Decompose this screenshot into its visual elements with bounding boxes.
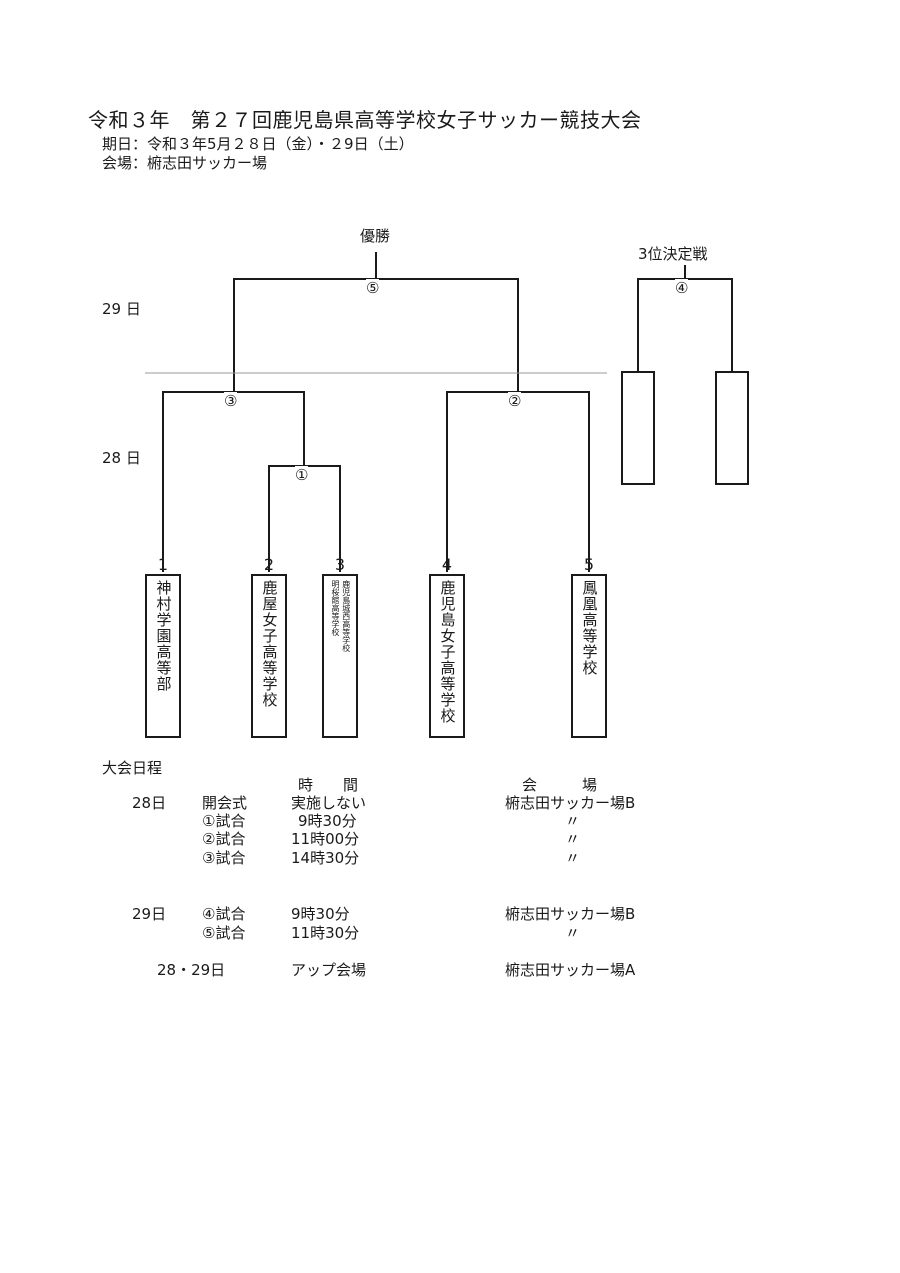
team-box-1: 神村学園高等部 <box>145 574 181 738</box>
match-2-marker: ② <box>508 392 522 410</box>
seed-4: 4 <box>441 555 453 574</box>
schedule-event: ④試合 <box>202 905 246 923</box>
team-name-line-1: 鹿児島城西高等学校 <box>341 580 351 652</box>
event-period: 期日：令和３年5月２８日（金）・２9日（土） <box>102 135 414 153</box>
third-place-label: 3位決定戦 <box>638 245 708 263</box>
schedule-venue: 〃 <box>565 924 581 942</box>
schedule-time: 14時30分 <box>291 849 360 867</box>
event-venue: 会場：椨志田サッカー場 <box>102 154 268 172</box>
team-name: 鹿屋女子高等学校 <box>260 580 279 708</box>
match-4-marker: ④ <box>675 279 689 297</box>
schedule-time: 11時30分 <box>291 924 360 942</box>
schedule-col-time: 時 間 <box>298 776 359 794</box>
day-29-label: 29 日 <box>102 300 141 318</box>
page-title: 令和３年 第２７回鹿児島県高等学校女子サッカー競技大会 <box>88 108 642 132</box>
match-5-marker: ⑤ <box>366 279 380 297</box>
warmup-day: 28・29日 <box>157 961 226 979</box>
seed-5: 5 <box>583 555 595 574</box>
schedule-event: ⑤試合 <box>202 924 246 942</box>
team-name: 鹿児島女子高等学校 <box>438 580 457 724</box>
schedule-heading: 大会日程 <box>102 759 163 777</box>
seed-1: 1 <box>157 555 169 574</box>
team-box-2: 鹿屋女子高等学校 <box>251 574 287 738</box>
seed-3: 3 <box>334 555 346 574</box>
warmup-event: アップ会場 <box>291 961 367 979</box>
match-3-marker: ③ <box>224 392 238 410</box>
schedule-event: ③試合 <box>202 849 246 867</box>
team-box-4: 鹿児島女子高等学校 <box>429 574 465 738</box>
schedule-time: 実施しない <box>291 794 367 812</box>
seed-2: 2 <box>263 555 275 574</box>
team-name: 鳳凰高等学校 <box>580 580 599 676</box>
team-box-5: 鳳凰高等学校 <box>571 574 607 738</box>
schedule-event: ①試合 <box>202 812 246 830</box>
schedule-event: ②試合 <box>202 830 246 848</box>
team-box-3: 鹿児島城西高等学校 明桜館高等学校 <box>322 574 358 738</box>
team-name: 神村学園高等部 <box>154 580 173 692</box>
schedule-time: 11時00分 <box>291 830 360 848</box>
schedule-venue: 〃 <box>565 849 581 867</box>
schedule-venue: 〃 <box>565 830 581 848</box>
team-name-line-2: 明桜館高等学校 <box>331 580 340 636</box>
schedule-venue: 〃 <box>565 812 581 830</box>
day-28-label: 28 日 <box>102 449 141 467</box>
match-1-marker: ① <box>295 466 309 484</box>
schedule-venue: 椨志田サッカー場B <box>505 794 636 812</box>
schedule-event: 開会式 <box>202 794 248 812</box>
schedule-day: 29日 <box>132 905 167 923</box>
schedule-venue: 椨志田サッカー場B <box>505 905 636 923</box>
schedule-col-venue: 会 場 <box>522 776 598 794</box>
schedule-time: 9時30分 <box>291 905 350 923</box>
champion-label: 優勝 <box>360 227 391 245</box>
schedule-time: 9時30分 <box>298 812 357 830</box>
warmup-venue: 椨志田サッカー場A <box>505 961 636 979</box>
schedule-day: 28日 <box>132 794 167 812</box>
